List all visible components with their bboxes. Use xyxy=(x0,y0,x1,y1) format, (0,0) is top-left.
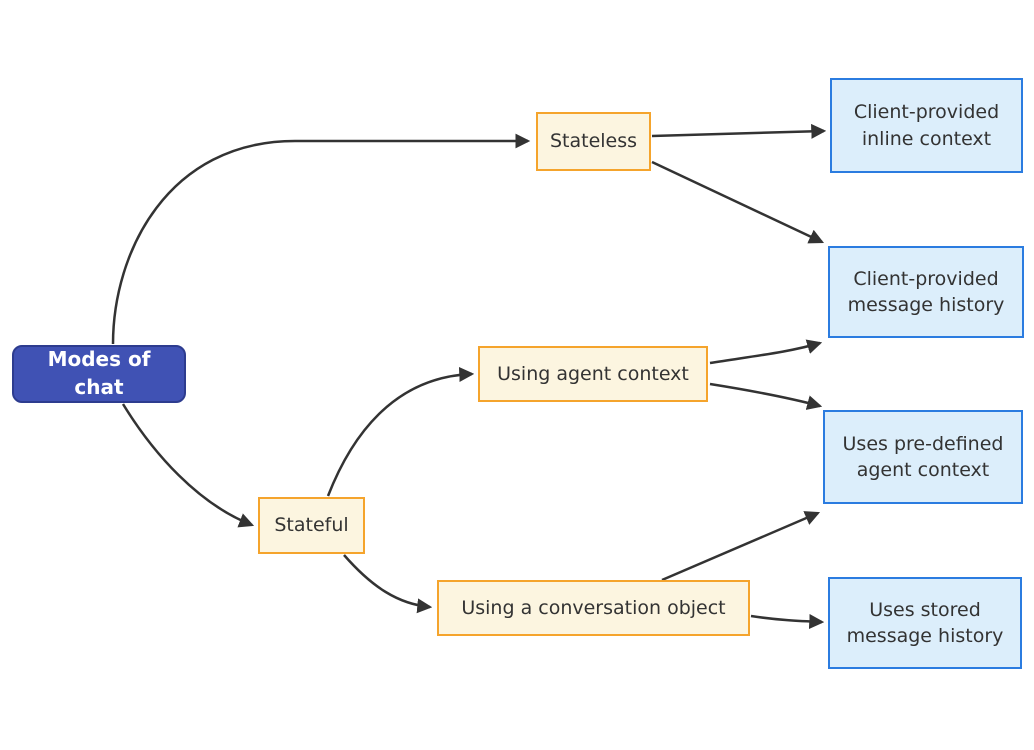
edge-modes-of-chat-to-stateful xyxy=(121,403,255,528)
edge-stateful-to-using-agent-context xyxy=(326,366,475,497)
node-client-provided-message-history: Client-provided message history xyxy=(828,246,1024,338)
node-uses-pre-defined-agent-context: Uses pre-defined agent context xyxy=(823,410,1023,504)
node-uses-stored-message-history-label: Uses stored message history xyxy=(846,598,1004,647)
node-stateful-label: Stateful xyxy=(274,514,349,537)
node-client-provided-inline-context-label: Client-provided inline context xyxy=(853,101,1000,150)
edge-stateless-to-client-provided-message-history xyxy=(651,160,825,244)
node-using-a-conversation-object-label: Using a conversation object xyxy=(461,596,726,619)
node-stateless: Stateless xyxy=(536,112,651,171)
node-using-agent-context: Using agent context xyxy=(478,346,708,402)
node-using-a-conversation-object: Using a conversation object xyxy=(437,580,750,636)
edge-using-a-conversation-object-to-uses-pre-defined-agent-context xyxy=(661,511,821,582)
node-client-provided-message-history-label: Client-provided message history xyxy=(847,267,1005,316)
node-uses-stored-message-history: Uses stored message history xyxy=(828,577,1022,669)
edge-using-agent-context-to-client-provided-message-history xyxy=(709,339,823,365)
node-client-provided-inline-context: Client-provided inline context xyxy=(830,78,1023,173)
node-stateless-label: Stateless xyxy=(549,130,638,153)
node-modes-of-chat: Modes of chat xyxy=(12,345,186,403)
edge-stateful-to-using-a-conversation-object xyxy=(343,554,433,614)
edge-modes-of-chat-to-stateless xyxy=(111,133,531,345)
node-modes-of-chat-label: Modes of chat xyxy=(47,347,151,399)
edge-using-a-conversation-object-to-uses-stored-message-history xyxy=(750,613,825,629)
edge-stateless-to-client-provided-inline-context xyxy=(651,123,827,139)
node-stateful: Stateful xyxy=(258,497,365,554)
edge-using-agent-context-to-uses-pre-defined-agent-context xyxy=(709,382,823,410)
node-using-agent-context-label: Using agent context xyxy=(497,362,689,385)
node-uses-pre-defined-agent-context-label: Uses pre-defined agent context xyxy=(842,432,1004,481)
